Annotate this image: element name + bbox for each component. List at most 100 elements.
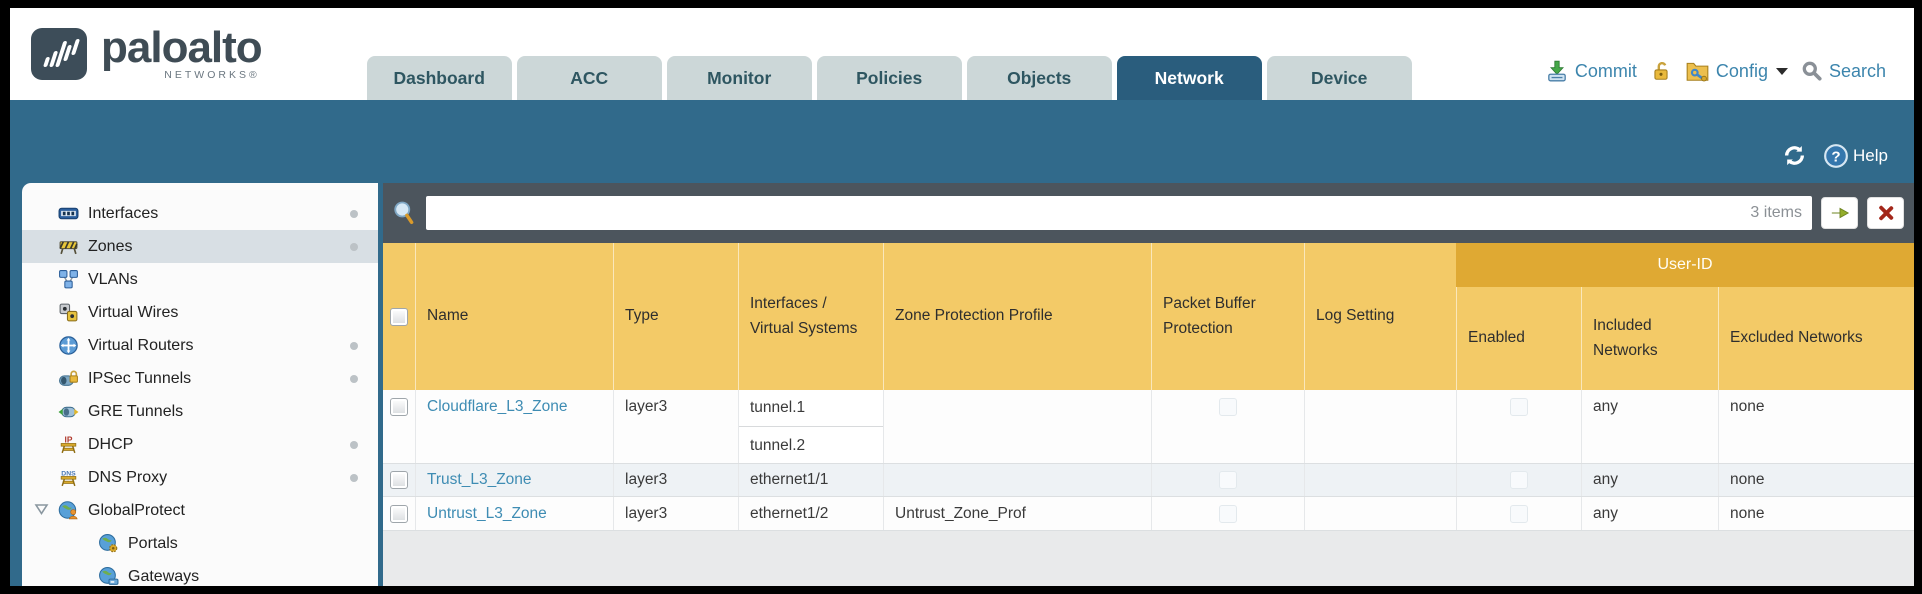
top-header: paloalto NETWORKS® Dashboard ACC Monitor…	[10, 8, 1914, 100]
sidebar-item-gateways[interactable]: Gateways	[22, 560, 378, 586]
row-select-cell	[383, 464, 415, 496]
tab-dashboard[interactable]: Dashboard	[366, 56, 512, 100]
select-all-checkbox[interactable]	[390, 307, 408, 326]
col-header-included-networks[interactable]: Included Networks	[1581, 287, 1718, 390]
col-header-name[interactable]: Name	[415, 243, 613, 390]
tab-policies[interactable]: Policies	[816, 56, 962, 100]
subheader-band: ? Help	[10, 100, 1914, 183]
sidebar-item-label: Portals	[128, 534, 178, 552]
virtual-wires-icon	[59, 303, 78, 322]
chevron-down-icon	[1775, 67, 1788, 75]
packet-buffer-cell	[1151, 390, 1304, 463]
col-header-excluded-networks[interactable]: Excluded Networks	[1718, 287, 1914, 390]
zone-type-cell: layer3	[613, 390, 738, 463]
header-actions: Commit Config	[1545, 42, 1886, 100]
filter-search-icon[interactable]	[391, 199, 417, 227]
user-id-enabled-checkbox[interactable]	[1510, 504, 1528, 523]
log-setting-cell	[1304, 390, 1456, 463]
main-nav-tabs: Dashboard ACC Monitor Policies Objects N…	[366, 8, 1417, 100]
sidebar-item-label: DNS Proxy	[88, 468, 168, 486]
sidebar-item-virtual-wires[interactable]: Virtual Wires	[22, 296, 378, 329]
sidebar-item-label: IPSec Tunnels	[88, 369, 192, 387]
sidebar-item-interfaces[interactable]: Interfaces	[22, 197, 378, 230]
sidebar-item-zones[interactable]: Zones	[22, 230, 378, 263]
sidebar-item-globalprotect[interactable]: GlobalProtect	[22, 494, 378, 527]
help-button[interactable]: ? Help	[1823, 143, 1888, 169]
row-checkbox[interactable]	[390, 471, 408, 489]
config-icon	[1686, 62, 1709, 82]
dhcp-icon: IP	[60, 434, 77, 454]
zone-name-cell: Cloudflare_L3_Zone	[415, 390, 613, 463]
sidebar-item-dns-proxy[interactable]: DNS DNS Proxy	[22, 461, 378, 494]
tab-network[interactable]: Network	[1116, 56, 1262, 100]
search-input[interactable]	[426, 196, 1812, 230]
sidebar-item-dhcp[interactable]: IP DHCP	[22, 428, 378, 461]
help-label: Help	[1853, 145, 1888, 165]
log-setting-cell	[1304, 497, 1456, 530]
zone-name-cell: Untrust_L3_Zone	[415, 497, 613, 530]
lock-icon[interactable]	[1650, 60, 1672, 82]
search-icon	[1802, 61, 1822, 81]
zone-name-link[interactable]: Trust_L3_Zone	[427, 471, 532, 488]
col-header-packet-buffer-protection[interactable]: Packet Buffer Protection	[1151, 243, 1304, 390]
zone-protection-cell	[883, 390, 1151, 463]
packet-buffer-checkbox[interactable]	[1219, 471, 1237, 489]
clear-filter-button[interactable]	[1867, 197, 1904, 229]
col-header-zone-protection-profile[interactable]: Zone Protection Profile	[883, 243, 1151, 390]
filter-input-wrap: 3 items	[426, 196, 1812, 230]
sidebar-item-vlans[interactable]: VLANs	[22, 263, 378, 296]
user-id-enabled-cell	[1456, 497, 1581, 530]
sidebar-item-label: Gateways	[128, 567, 200, 585]
tab-device[interactable]: Device	[1266, 56, 1412, 100]
sidebar-item-label: GlobalProtect	[88, 501, 185, 519]
sidebar-item-label: GRE Tunnels	[88, 402, 184, 420]
tab-monitor[interactable]: Monitor	[666, 56, 812, 100]
col-header-type[interactable]: Type	[613, 243, 738, 390]
main-panel: 3 items	[383, 183, 1914, 586]
user-id-enabled-cell	[1456, 390, 1581, 463]
row-checkbox[interactable]	[390, 504, 408, 523]
tab-objects[interactable]: Objects	[966, 56, 1112, 100]
zone-name-link[interactable]: Cloudflare_L3_Zone	[427, 398, 568, 415]
search-button[interactable]: Search	[1801, 60, 1886, 82]
col-header-log-setting[interactable]: Log Setting	[1304, 243, 1456, 390]
config-label: Config	[1715, 60, 1768, 81]
green-arrow-icon	[1831, 207, 1849, 219]
sidebar-item-virtual-routers[interactable]: Virtual Routers	[22, 329, 378, 362]
commit-button[interactable]: Commit	[1545, 59, 1637, 83]
select-all-cell	[383, 243, 415, 390]
included-networks-cell: any	[1581, 390, 1718, 463]
sidebar-item-label: Interfaces	[88, 204, 159, 222]
interface-entry: tunnel.1	[739, 390, 883, 427]
tab-acc[interactable]: ACC	[516, 56, 662, 100]
svg-text:IP: IP	[65, 434, 73, 444]
refresh-icon[interactable]	[1781, 142, 1808, 169]
virtual-routers-icon	[59, 336, 78, 355]
excluded-networks-cell: none	[1718, 390, 1914, 463]
zone-name-link[interactable]: Untrust_L3_Zone	[427, 504, 547, 522]
status-dot	[350, 242, 358, 251]
expander-triangle-icon[interactable]	[34, 503, 49, 516]
excluded-networks-cell: none	[1718, 497, 1914, 530]
sidebar-item-gre-tunnels[interactable]: GRE Tunnels	[22, 395, 378, 428]
svg-text:DNS: DNS	[61, 470, 76, 477]
col-header-interfaces[interactable]: Interfaces / Virtual Systems	[738, 243, 883, 390]
apply-filter-button[interactable]	[1821, 197, 1858, 229]
packet-buffer-checkbox[interactable]	[1219, 504, 1237, 523]
sidebar-item-label: DHCP	[88, 435, 134, 453]
config-button[interactable]: Config	[1685, 59, 1788, 83]
sidebar-item-portals[interactable]: Portals	[22, 527, 378, 560]
interfaces-cell: ethernet1/1	[738, 464, 883, 496]
user-id-group-header: User-ID	[1456, 243, 1914, 287]
col-header-enabled[interactable]: Enabled	[1456, 287, 1581, 390]
sidebar-item-label: Virtual Routers	[88, 336, 194, 354]
row-checkbox[interactable]	[390, 398, 408, 416]
zones-icon	[59, 241, 78, 255]
help-icon: ?	[1824, 143, 1848, 168]
packet-buffer-checkbox[interactable]	[1219, 398, 1237, 416]
user-id-enabled-checkbox[interactable]	[1510, 471, 1528, 489]
user-id-enabled-checkbox[interactable]	[1510, 398, 1528, 416]
user-id-enabled-cell	[1456, 464, 1581, 496]
sidebar-item-label: VLANs	[88, 270, 138, 288]
sidebar-item-ipsec-tunnels[interactable]: IPSec Tunnels	[22, 362, 378, 395]
